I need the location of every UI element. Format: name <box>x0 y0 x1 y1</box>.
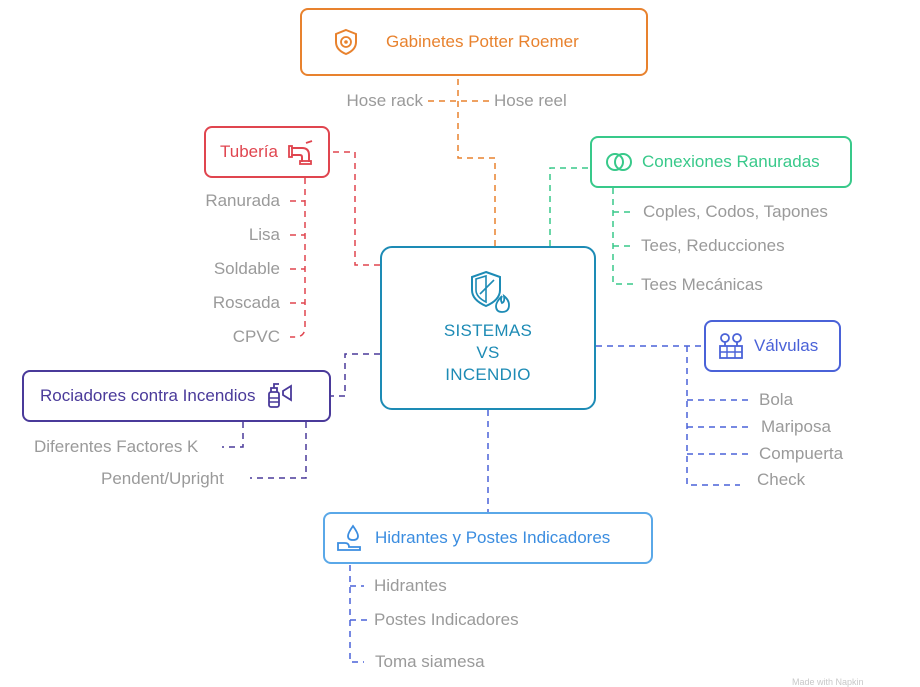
connector-factores-k <box>222 422 244 448</box>
leaf-roscada: Roscada <box>212 293 280 312</box>
connector-rociadores <box>331 353 380 397</box>
conexiones-title: Conexiones Ranuradas <box>642 152 820 171</box>
gabinetes-title: Gabinetes Potter Roemer <box>386 32 579 51</box>
connector-tuberia <box>330 151 380 266</box>
hydrant-drop-icon <box>335 523 363 553</box>
shield-badge-icon <box>332 28 360 56</box>
rociadores-node[interactable]: Rociadores contra Incendios <box>22 370 331 422</box>
connector-hidrantes-list <box>349 565 364 663</box>
leaf-pendent: Pendent/Upright <box>101 469 224 488</box>
connector-conexiones-list <box>612 188 633 285</box>
leaf-hose-rack: Hose rack <box>346 91 423 110</box>
pipe-icon <box>288 139 318 165</box>
watermark: Made with Napkin <box>792 677 864 687</box>
valve-icon <box>716 331 746 361</box>
leaf-ranurada: Ranurada <box>205 191 280 210</box>
gabinetes-node[interactable]: Gabinetes Potter Roemer <box>300 8 648 76</box>
valvulas-node[interactable]: Válvulas <box>704 320 841 372</box>
connector-tuberia-list <box>290 178 306 338</box>
leaf-bola: Bola <box>759 390 794 409</box>
center-line-1: SISTEMAS <box>443 321 533 340</box>
center-line-2: VS <box>476 343 500 362</box>
leaf-factores-k: Diferentes Factores K <box>34 437 199 456</box>
connector-gabinetes <box>457 78 496 246</box>
leaf-postes: Postes Indicadores <box>374 610 519 629</box>
leaf-toma-siamesa: Toma siamesa <box>375 652 485 671</box>
center-node[interactable]: SISTEMAS VS INCENDIO <box>380 246 596 410</box>
shield-flame-icon <box>466 268 514 314</box>
hidrantes-node[interactable]: Hidrantes y Postes Indicadores <box>323 512 653 564</box>
leaf-coples: Coples, Codos, Tapones <box>643 202 828 221</box>
leaf-hose-reel: Hose reel <box>494 91 567 110</box>
leaf-compuerta: Compuerta <box>759 444 844 463</box>
tuberia-title: Tubería <box>220 142 278 161</box>
leaf-mariposa: Mariposa <box>761 417 831 436</box>
center-line-3: INCENDIO <box>445 365 531 384</box>
hidrantes-title: Hidrantes y Postes Indicadores <box>375 528 611 547</box>
sprinkler-icon <box>265 382 295 410</box>
conexiones-node[interactable]: Conexiones Ranuradas <box>590 136 852 188</box>
leaf-check: Check <box>757 470 806 489</box>
leaf-tees-reducciones: Tees, Reducciones <box>641 236 785 255</box>
valvulas-title: Válvulas <box>754 336 819 355</box>
tuberia-node[interactable]: Tubería <box>204 126 330 178</box>
center-title: SISTEMAS VS INCENDIO <box>382 320 594 386</box>
leaf-soldable: Soldable <box>213 259 280 278</box>
leaf-lisa: Lisa <box>248 225 280 244</box>
connector-conexiones <box>549 167 590 246</box>
rings-icon <box>604 151 634 173</box>
connector-valvulas-list <box>686 346 740 486</box>
leaf-hidrantes: Hidrantes <box>374 576 447 595</box>
connector-pendent <box>250 422 307 479</box>
leaf-cpvc: CPVC <box>232 327 280 346</box>
leaf-tees-mecanicas: Tees Mecánicas <box>641 275 763 294</box>
rociadores-title: Rociadores contra Incendios <box>40 386 256 405</box>
